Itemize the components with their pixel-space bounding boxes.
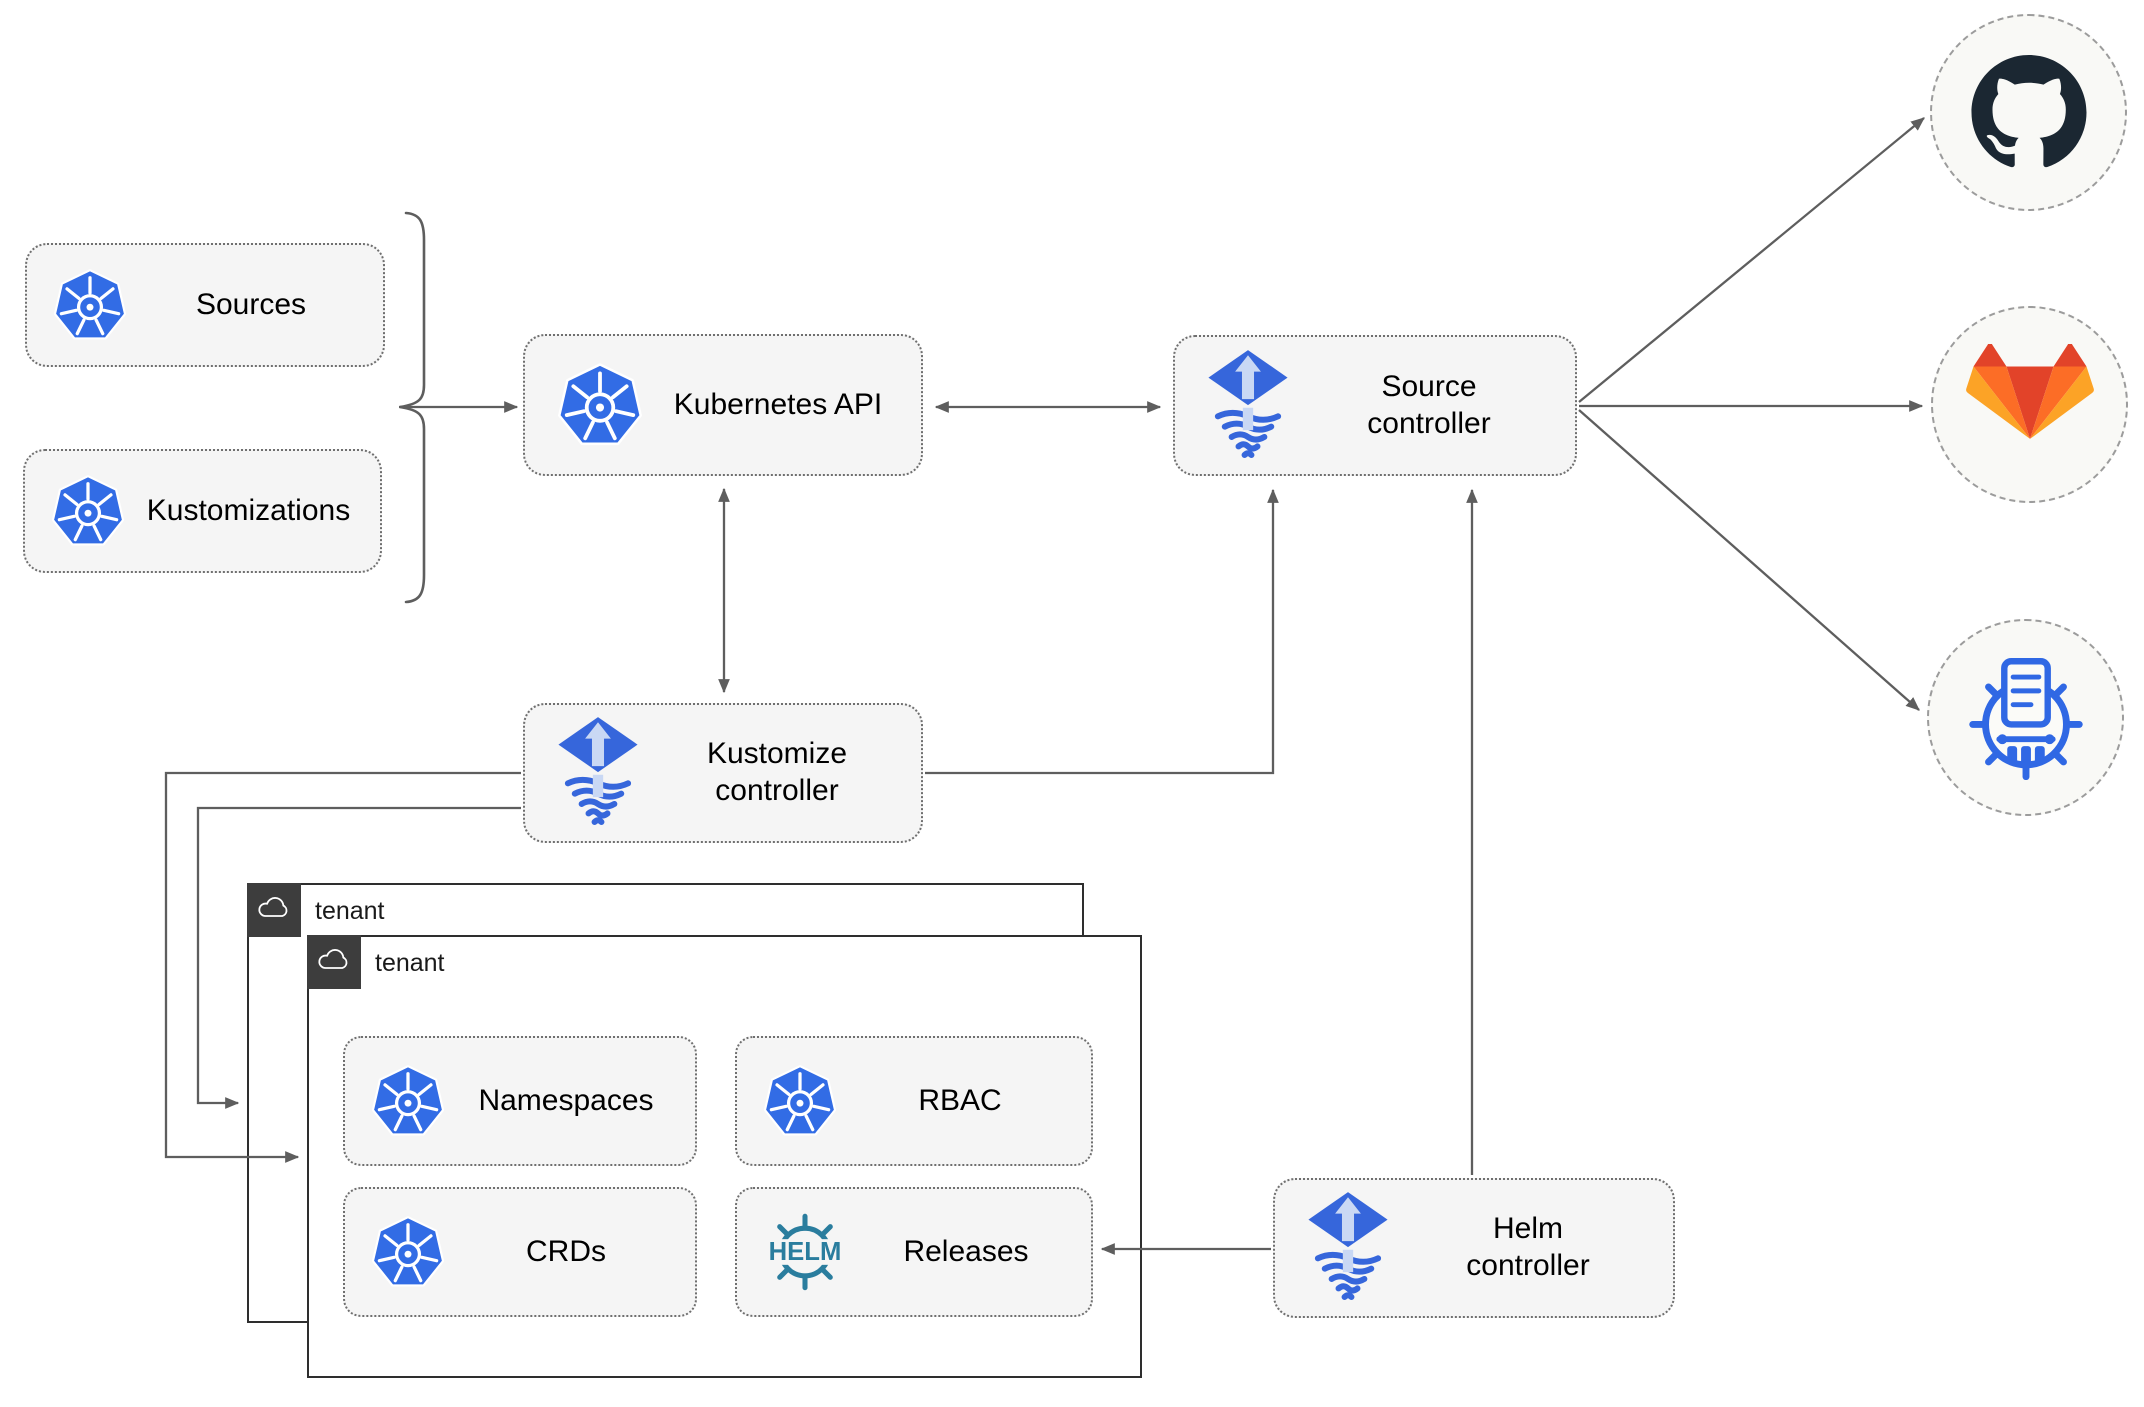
endpoint-gitlab bbox=[1931, 306, 2128, 503]
tenant-label: tenant bbox=[375, 948, 445, 977]
node-label: Namespaces bbox=[478, 1083, 654, 1117]
node-kustomizations: Kustomizations bbox=[23, 449, 382, 573]
helm-icon: HELM bbox=[761, 1205, 849, 1299]
node-label: RBAC bbox=[918, 1083, 1002, 1117]
endpoint-github bbox=[1930, 14, 2127, 211]
node-label: Helm controller bbox=[1466, 1212, 1590, 1282]
node-label: Kustomize controller bbox=[706, 737, 848, 807]
node-label: Source controller bbox=[1367, 369, 1491, 440]
flux-icon bbox=[1205, 349, 1291, 463]
tenant-box-front: tenant Namespaces RBAC CRDs bbox=[306, 934, 1142, 1378]
node-label: Releases bbox=[903, 1234, 1029, 1268]
node-crds: CRDs bbox=[343, 1187, 697, 1317]
node-label: Kubernetes API bbox=[673, 387, 883, 421]
chartmuseum-icon bbox=[1952, 655, 2100, 780]
tenant-label: tenant bbox=[315, 896, 385, 925]
kubernetes-icon bbox=[763, 1065, 837, 1137]
svg-text:HELM: HELM bbox=[769, 1238, 842, 1266]
node-helm-controller: Helm controller bbox=[1273, 1178, 1675, 1318]
tenant-header bbox=[306, 934, 361, 989]
kubernetes-icon bbox=[51, 475, 125, 547]
tenant-header bbox=[246, 882, 301, 937]
cloud-icon bbox=[316, 946, 352, 978]
endpoint-chartmuseum bbox=[1927, 619, 2124, 816]
cloud-icon bbox=[256, 894, 292, 926]
edge-source-to-chartmuseum bbox=[1578, 409, 1920, 711]
edge-kustomize-to-source-controller bbox=[925, 488, 1279, 775]
kubernetes-icon bbox=[371, 1065, 445, 1137]
node-label: Sources bbox=[195, 287, 307, 321]
node-releases: HELM Releases bbox=[735, 1187, 1093, 1317]
node-kustomize-controller: Kustomize controller bbox=[523, 703, 923, 843]
node-namespaces: Namespaces bbox=[343, 1036, 697, 1166]
node-label: Kustomizations bbox=[146, 493, 351, 527]
node-rbac: RBAC bbox=[735, 1036, 1093, 1166]
node-label: CRDs bbox=[526, 1234, 606, 1268]
gitlab-icon bbox=[1965, 343, 2094, 466]
kubernetes-icon bbox=[371, 1216, 445, 1288]
edge-source-to-github bbox=[1578, 117, 1925, 403]
flux-icon bbox=[1305, 1191, 1391, 1305]
flux-icon bbox=[555, 716, 641, 830]
node-sources: Sources bbox=[25, 243, 385, 367]
github-icon bbox=[1970, 55, 2088, 170]
grouping-bracket bbox=[399, 211, 426, 604]
kubernetes-icon bbox=[557, 363, 643, 447]
node-source-controller: Source controller bbox=[1173, 335, 1577, 476]
kubernetes-icon bbox=[53, 269, 127, 341]
node-kubernetes-api: Kubernetes API bbox=[523, 334, 923, 476]
